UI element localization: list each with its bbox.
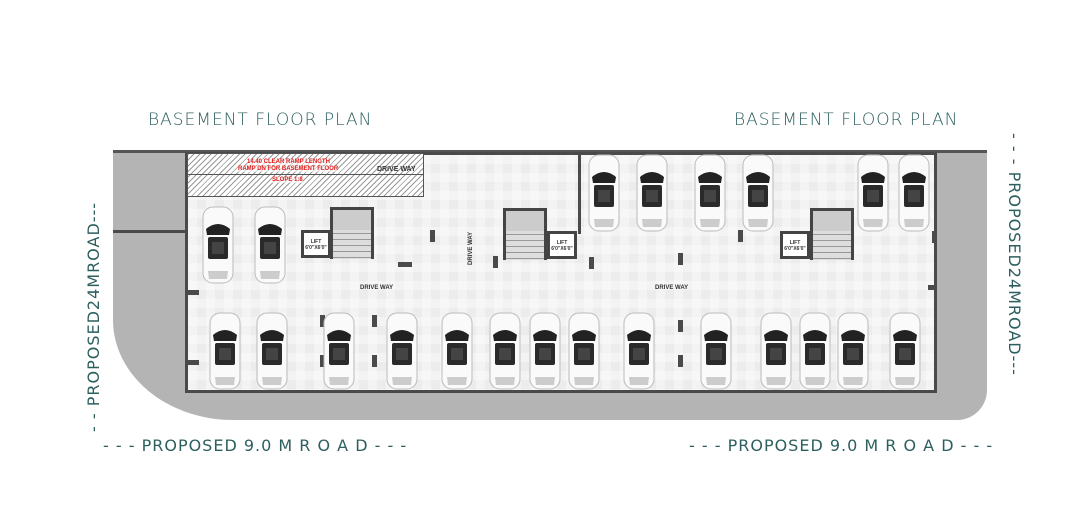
road-label-left: - - PROPOSED24MROAD--- [84, 201, 103, 432]
parking-car-icon [201, 205, 235, 285]
parking-car-icon [798, 311, 832, 391]
column [932, 231, 937, 243]
ramp-slope-label: SLOPE 1:8 [272, 177, 303, 183]
staircase [503, 208, 547, 260]
parking-car-icon [385, 311, 419, 391]
column [493, 256, 498, 268]
parking-car-icon [635, 153, 669, 233]
column [678, 320, 683, 332]
lift-label: LIFT [789, 240, 801, 246]
parking-car-icon [255, 311, 289, 391]
parking-car-icon [208, 311, 242, 391]
lift-size: 6'0"X6'0" [551, 246, 573, 252]
column [678, 355, 683, 367]
parking-car-icon [836, 311, 870, 391]
ramp-length-label: 14.40 CLEAR RAMP LENGTH [247, 159, 330, 165]
parking-car-icon [253, 205, 287, 285]
plan-title-right: BASEMENT FLOOR PLAN [734, 110, 959, 130]
parking-car-icon [587, 153, 621, 233]
lift-size: 6'0"X6'0" [305, 245, 327, 251]
staircase [810, 208, 854, 260]
parking-car-icon [759, 311, 793, 391]
ramp-direction-label: RAMP DN FOR BASEMENT FLOOR [238, 166, 339, 172]
lift-size: 6'0"X6'0" [784, 246, 806, 252]
column [928, 285, 936, 290]
parking-car-icon [440, 311, 474, 391]
parking-car-icon [488, 311, 522, 391]
parking-car-icon [856, 153, 890, 233]
drive-way-label: DRIVE WAY [377, 166, 416, 173]
ramp-divider [187, 174, 424, 175]
column [398, 262, 412, 267]
parking-car-icon [567, 311, 601, 391]
column [320, 315, 325, 327]
parking-car-icon [693, 153, 727, 233]
road-label-bottom-right: - - - PROPOSED 9.0 M R O A D - - - [689, 436, 994, 455]
column [187, 290, 199, 295]
column [738, 230, 743, 242]
drive-way-label: DRIVE WAY [468, 231, 474, 265]
road-label-right: - - - PROPOSED24MROAD--- [1005, 133, 1024, 376]
parking-car-icon [741, 153, 775, 233]
staircase [330, 207, 374, 259]
column [430, 230, 435, 242]
partition-wall [578, 152, 581, 234]
boundary-wall [113, 230, 185, 233]
drive-way-label: DRIVE WAY [655, 285, 689, 291]
column [372, 315, 377, 327]
parking-car-icon [528, 311, 562, 391]
parking-car-icon [699, 311, 733, 391]
road-label-bottom-left: - - - PROPOSED 9.0 M R O A D - - - [103, 436, 408, 455]
column [589, 257, 594, 269]
lift-label: LIFT [556, 240, 568, 246]
parking-car-icon [322, 311, 356, 391]
parking-car-icon [897, 153, 931, 233]
column [678, 253, 683, 265]
column [372, 355, 377, 367]
column [320, 355, 325, 367]
parking-car-icon [888, 311, 922, 391]
lift-label: LIFT [310, 239, 322, 245]
drive-way-label: DRIVE WAY [360, 285, 394, 291]
column [187, 360, 199, 365]
parking-car-icon [622, 311, 656, 391]
plan-title-left: BASEMENT FLOOR PLAN [148, 110, 373, 130]
